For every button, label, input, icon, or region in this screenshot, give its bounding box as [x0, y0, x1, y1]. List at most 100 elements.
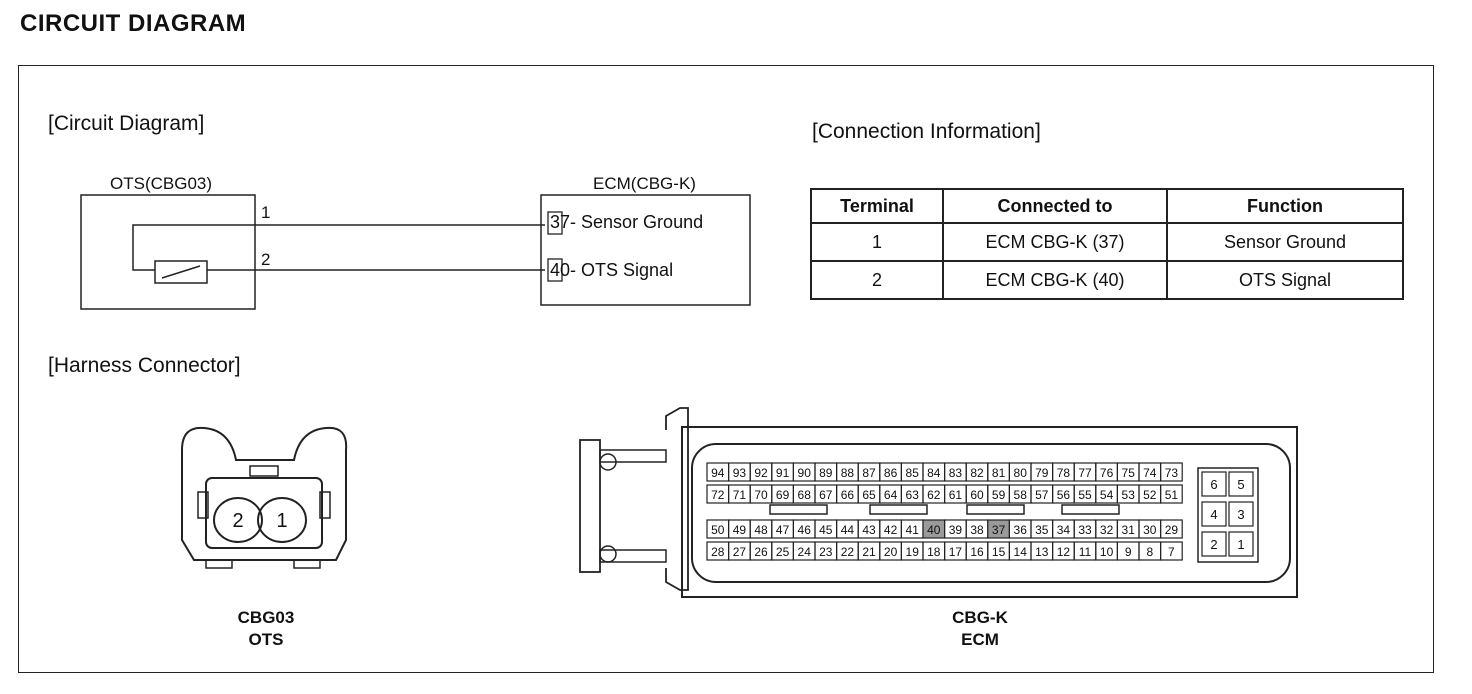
ecm-pin-label: 89: [819, 466, 833, 480]
ecm-pin-label: 86: [884, 466, 898, 480]
ecm-pin-label: 51: [1165, 488, 1179, 502]
sensor-element-icon: [154, 260, 208, 284]
ecm-pin-label: 14: [1014, 545, 1028, 559]
ecm-pin-label: 35: [1035, 523, 1049, 537]
ots-pin-2-label: 2: [232, 510, 243, 532]
table-cell: ECM CBG-K (37): [942, 222, 1168, 262]
ecm-key-bar: [966, 504, 1025, 515]
ecm-pin-label: 71: [733, 488, 747, 502]
ecm-side-pin-label: 6: [1210, 477, 1217, 492]
ecm-side-pin-label: 2: [1210, 537, 1217, 552]
ecm-pin-label: 50: [711, 523, 725, 537]
ecm-pin-label: 62: [927, 488, 941, 502]
ecm-pin-label: 91: [776, 466, 790, 480]
ecm-pin-label: 21: [862, 545, 876, 559]
ecm-pin-label: 36: [1014, 523, 1028, 537]
header-terminal: Terminal: [810, 188, 944, 224]
ecm-pin-label: 57: [1035, 488, 1049, 502]
pin1-label: 1: [261, 203, 271, 222]
connection-info-heading: [Connection Information]: [812, 120, 1041, 143]
ecm-pin-label: 73: [1165, 466, 1179, 480]
ecm-pin-label: 84: [927, 466, 941, 480]
ecm-pin-label: 49: [733, 523, 747, 537]
ecm-pin-cell: [1159, 462, 1183, 482]
ecm-pin-label: 93: [733, 466, 747, 480]
ecm-pin-label: 67: [819, 488, 833, 502]
ecm-pin-label: 68: [798, 488, 812, 502]
ecm-connector-caption: CBG-K ECM: [952, 608, 1008, 649]
ecm-pin-label: 7: [1168, 545, 1175, 559]
ecm-pin-label: 20: [884, 545, 898, 559]
ecm-pin-label: 90: [798, 466, 812, 480]
ecm-pin-label: 45: [819, 523, 833, 537]
ecm-pin-label: 16: [970, 545, 984, 559]
ecm-pin-label: 69: [776, 488, 790, 502]
ecm-pin-label: 87: [862, 466, 876, 480]
ecm-pin-label: 66: [841, 488, 855, 502]
ecm-pin-label: 17: [949, 545, 963, 559]
ecm-pin-label: 77: [1078, 466, 1092, 480]
ecm-side-pin-label: 4: [1210, 507, 1217, 522]
ecm-pin-label: 44: [841, 523, 855, 537]
ecm-key-bar: [769, 504, 828, 515]
ecm-pin-label: 72: [711, 488, 725, 502]
ecm-pin-label: 27: [733, 545, 747, 559]
ecm-pin-label: 65: [862, 488, 876, 502]
ecm-pin-label: 41: [906, 523, 920, 537]
ecm-side-pin-cell: [1228, 471, 1254, 497]
ecm-pin-label: 80: [1014, 466, 1028, 480]
ecm-pin-cell: [1159, 541, 1183, 561]
ecm-pin-label: 52: [1143, 488, 1157, 502]
ots-connector-caption: CBG03 OTS: [237, 608, 295, 649]
ecm-pin-label: 46: [798, 523, 812, 537]
ecm-key-bar: [869, 504, 928, 515]
ecm-pin-label: 18: [927, 545, 941, 559]
table-cell: 1: [810, 222, 944, 262]
ecm-pin-label: 33: [1078, 523, 1092, 537]
ecm-pin-label: 26: [754, 545, 768, 559]
ecm-pin-label: 42: [884, 523, 898, 537]
ecm-pin-label: 9: [1125, 545, 1132, 559]
harness-connector-heading: [Harness Connector]: [48, 354, 241, 377]
ecm-pin-label: 83: [949, 466, 963, 480]
ecm-pin-label: 75: [1122, 466, 1136, 480]
ecm-pin-label: 78: [1057, 466, 1071, 480]
table-cell: Sensor Ground: [1166, 222, 1404, 262]
page-title: CIRCUIT DIAGRAM: [20, 10, 247, 37]
ecm-pin-label: 60: [970, 488, 984, 502]
ecm-side-pin-cell: [1228, 501, 1254, 527]
ecm-pin-label: 82: [970, 466, 984, 480]
ecm-pin-label: 54: [1100, 488, 1114, 502]
ecm-pin-label: 76: [1100, 466, 1114, 480]
ecm-pin-label: 31: [1122, 523, 1136, 537]
ecm-pin-37: 37- Sensor Ground: [550, 212, 704, 232]
ots-pin-2: [213, 497, 263, 543]
ecm-box: [540, 194, 751, 306]
table-cell: ECM CBG-K (40): [942, 260, 1168, 300]
ecm-pin-label: 10: [1100, 545, 1114, 559]
table-cell: OTS Signal: [1166, 260, 1404, 300]
ecm-pin-cell: [1159, 484, 1183, 504]
ecm-pin-label: 81: [992, 466, 1006, 480]
ots-pin-1: [257, 497, 307, 543]
ecm-pin-label: 28: [711, 545, 725, 559]
connection-table: Terminal Connected to Function 1 ECM CBG…: [810, 188, 1404, 300]
ecm-pin-label: 79: [1035, 466, 1049, 480]
header-connected-to: Connected to: [942, 188, 1168, 224]
table-row: 2 ECM CBG-K (40) OTS Signal: [810, 260, 1404, 300]
pin2-label: 2: [261, 250, 271, 269]
ecm-pin-label: 11: [1079, 545, 1092, 559]
ecm-pin-label: 23: [819, 545, 833, 559]
ecm-pin-label: 64: [884, 488, 898, 502]
ecm-side-pin-cell: [1201, 471, 1227, 497]
ecm-pin-label: 55: [1078, 488, 1092, 502]
ecm-pin-label: 88: [841, 466, 855, 480]
ots-label: OTS(CBG03): [110, 174, 213, 193]
ecm-pin-label: 59: [992, 488, 1006, 502]
ecm-pin-label: 70: [754, 488, 768, 502]
ecm-pin-label: 43: [862, 523, 876, 537]
ecm-pin-label: 47: [776, 523, 790, 537]
